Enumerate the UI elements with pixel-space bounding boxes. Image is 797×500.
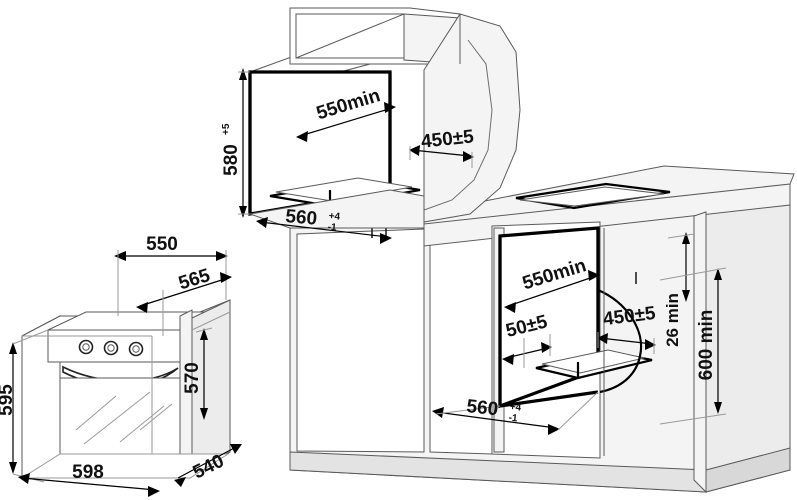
dimline-560-lower <box>435 411 557 429</box>
label-570: 570 <box>182 362 203 394</box>
ext-595-top <box>12 329 49 345</box>
base-door-2 <box>429 225 493 455</box>
arrow-550min-lower-a <box>504 302 516 313</box>
label-565-value: 565 <box>176 265 213 294</box>
arrow-595-top <box>9 342 17 354</box>
lower-open-door-inner <box>541 349 645 374</box>
arrow-26min-top <box>682 232 690 244</box>
label-580: 580 +5 <box>221 123 242 176</box>
arrow-598-a <box>18 473 30 484</box>
dimline-450-upper <box>411 149 471 157</box>
dimline-540 <box>177 445 239 479</box>
label-565: 565 <box>176 265 213 294</box>
kitchen-run <box>248 7 795 494</box>
arrow-560-upper-a <box>256 217 268 228</box>
dimline-450-lower <box>599 337 653 345</box>
dimline-560-upper <box>259 221 389 238</box>
oven-body-right <box>191 299 231 469</box>
arrow-560-lower-b <box>548 424 560 435</box>
dimline-550min-upper <box>299 107 393 137</box>
arrow-50-b <box>541 342 552 353</box>
arrow-560-lower-a <box>432 407 444 418</box>
dimensions-upper <box>238 68 474 244</box>
label-580-sup: +5 <box>221 123 232 135</box>
ext-600min-bottom <box>659 413 727 425</box>
lower-niche-bottom <box>499 390 599 408</box>
arrow-26min-bottom <box>682 290 690 302</box>
arrow-560-upper-b <box>380 233 392 244</box>
glass-reflection-1 <box>75 395 117 431</box>
lower-door-swing-arc <box>597 288 643 394</box>
control-knob-1-center <box>82 343 90 351</box>
arrow-540-a <box>174 477 186 487</box>
arrow-565-b <box>220 272 232 283</box>
oven-bottom <box>20 453 230 479</box>
label-595: 595 <box>0 384 17 416</box>
dimensions-product <box>9 250 242 497</box>
label-570-value: 570 <box>182 362 203 394</box>
dimline-565 <box>139 277 229 307</box>
arrow-600min-bottom <box>714 402 722 414</box>
oven-side-top-line <box>191 311 231 331</box>
label-595-value: 595 <box>0 384 17 416</box>
arrow-580-top <box>239 68 247 80</box>
arrow-450-upper-b <box>463 151 474 162</box>
label-560-upper-sup: +4 <box>328 211 341 223</box>
hob-cutout-inner <box>519 186 665 207</box>
arrow-565-a <box>136 302 148 313</box>
label-26min-value: 26 min <box>663 293 682 347</box>
label-560-upper-sub: -1 <box>327 222 337 234</box>
arrow-450-lower-a <box>597 333 608 344</box>
label-560-lower-sup: +4 <box>509 402 522 414</box>
base-door-1 <box>296 228 425 453</box>
dimline-550min-lower <box>507 275 597 307</box>
arrow-550min-upper-b <box>384 102 396 113</box>
glass-reflection-3 <box>119 405 165 443</box>
ext-570-top <box>195 327 213 333</box>
label-598: 598 <box>72 462 104 483</box>
upper-cabinet-diagonal <box>295 13 405 59</box>
dimensions-lower <box>432 232 727 435</box>
control-knob-3-center <box>132 345 140 353</box>
label-560-lower-sub: -1 <box>508 413 518 425</box>
arrow-570-bottom <box>200 408 208 420</box>
label-580-value: 580 <box>221 144 242 176</box>
label-560-lower: 560 +4 -1 <box>465 396 522 425</box>
ext-26min-top <box>667 233 695 239</box>
arrow-595-bottom <box>9 462 17 474</box>
ext-600min-top <box>659 267 727 281</box>
tall-cabinet-round-edge <box>423 39 493 211</box>
arrow-540-b <box>230 444 242 454</box>
label-560-lower-value: 560 <box>465 396 499 420</box>
label-600min: 600 min <box>696 310 717 381</box>
label-560-upper-value: 560 <box>285 206 318 230</box>
arrow-50-a <box>502 354 514 365</box>
dimline-598 <box>21 477 157 491</box>
arrow-550-b <box>216 251 228 261</box>
arrow-570-top <box>200 328 208 340</box>
arrow-600min-top <box>714 268 722 280</box>
ext-560-lower-b <box>557 391 599 431</box>
glass-reflection-4 <box>139 403 173 431</box>
arrow-550min-upper-a <box>296 131 308 142</box>
arrow-550min-lower-b <box>588 270 600 281</box>
label-550: 550 <box>146 234 178 255</box>
upper-open-door-inner <box>275 177 413 202</box>
arrow-550-a <box>114 251 126 261</box>
arrow-580-bottom <box>239 206 247 218</box>
arrow-450-upper-a <box>409 145 420 156</box>
oven-door-glass <box>59 377 181 463</box>
label-560-upper: 560 +4 -1 <box>285 206 341 234</box>
glass-reflection-2 <box>83 391 151 445</box>
ext-560-lower-a <box>435 405 501 415</box>
oven-product-view <box>20 299 231 479</box>
arrow-450-lower-b <box>645 339 656 350</box>
arrow-598-b <box>148 486 160 497</box>
cabinet-run-end-post <box>693 211 707 494</box>
label-26min: 26 min <box>663 293 682 347</box>
control-knob-2-center <box>107 344 115 352</box>
label-600min-value: 600 min <box>696 310 717 381</box>
